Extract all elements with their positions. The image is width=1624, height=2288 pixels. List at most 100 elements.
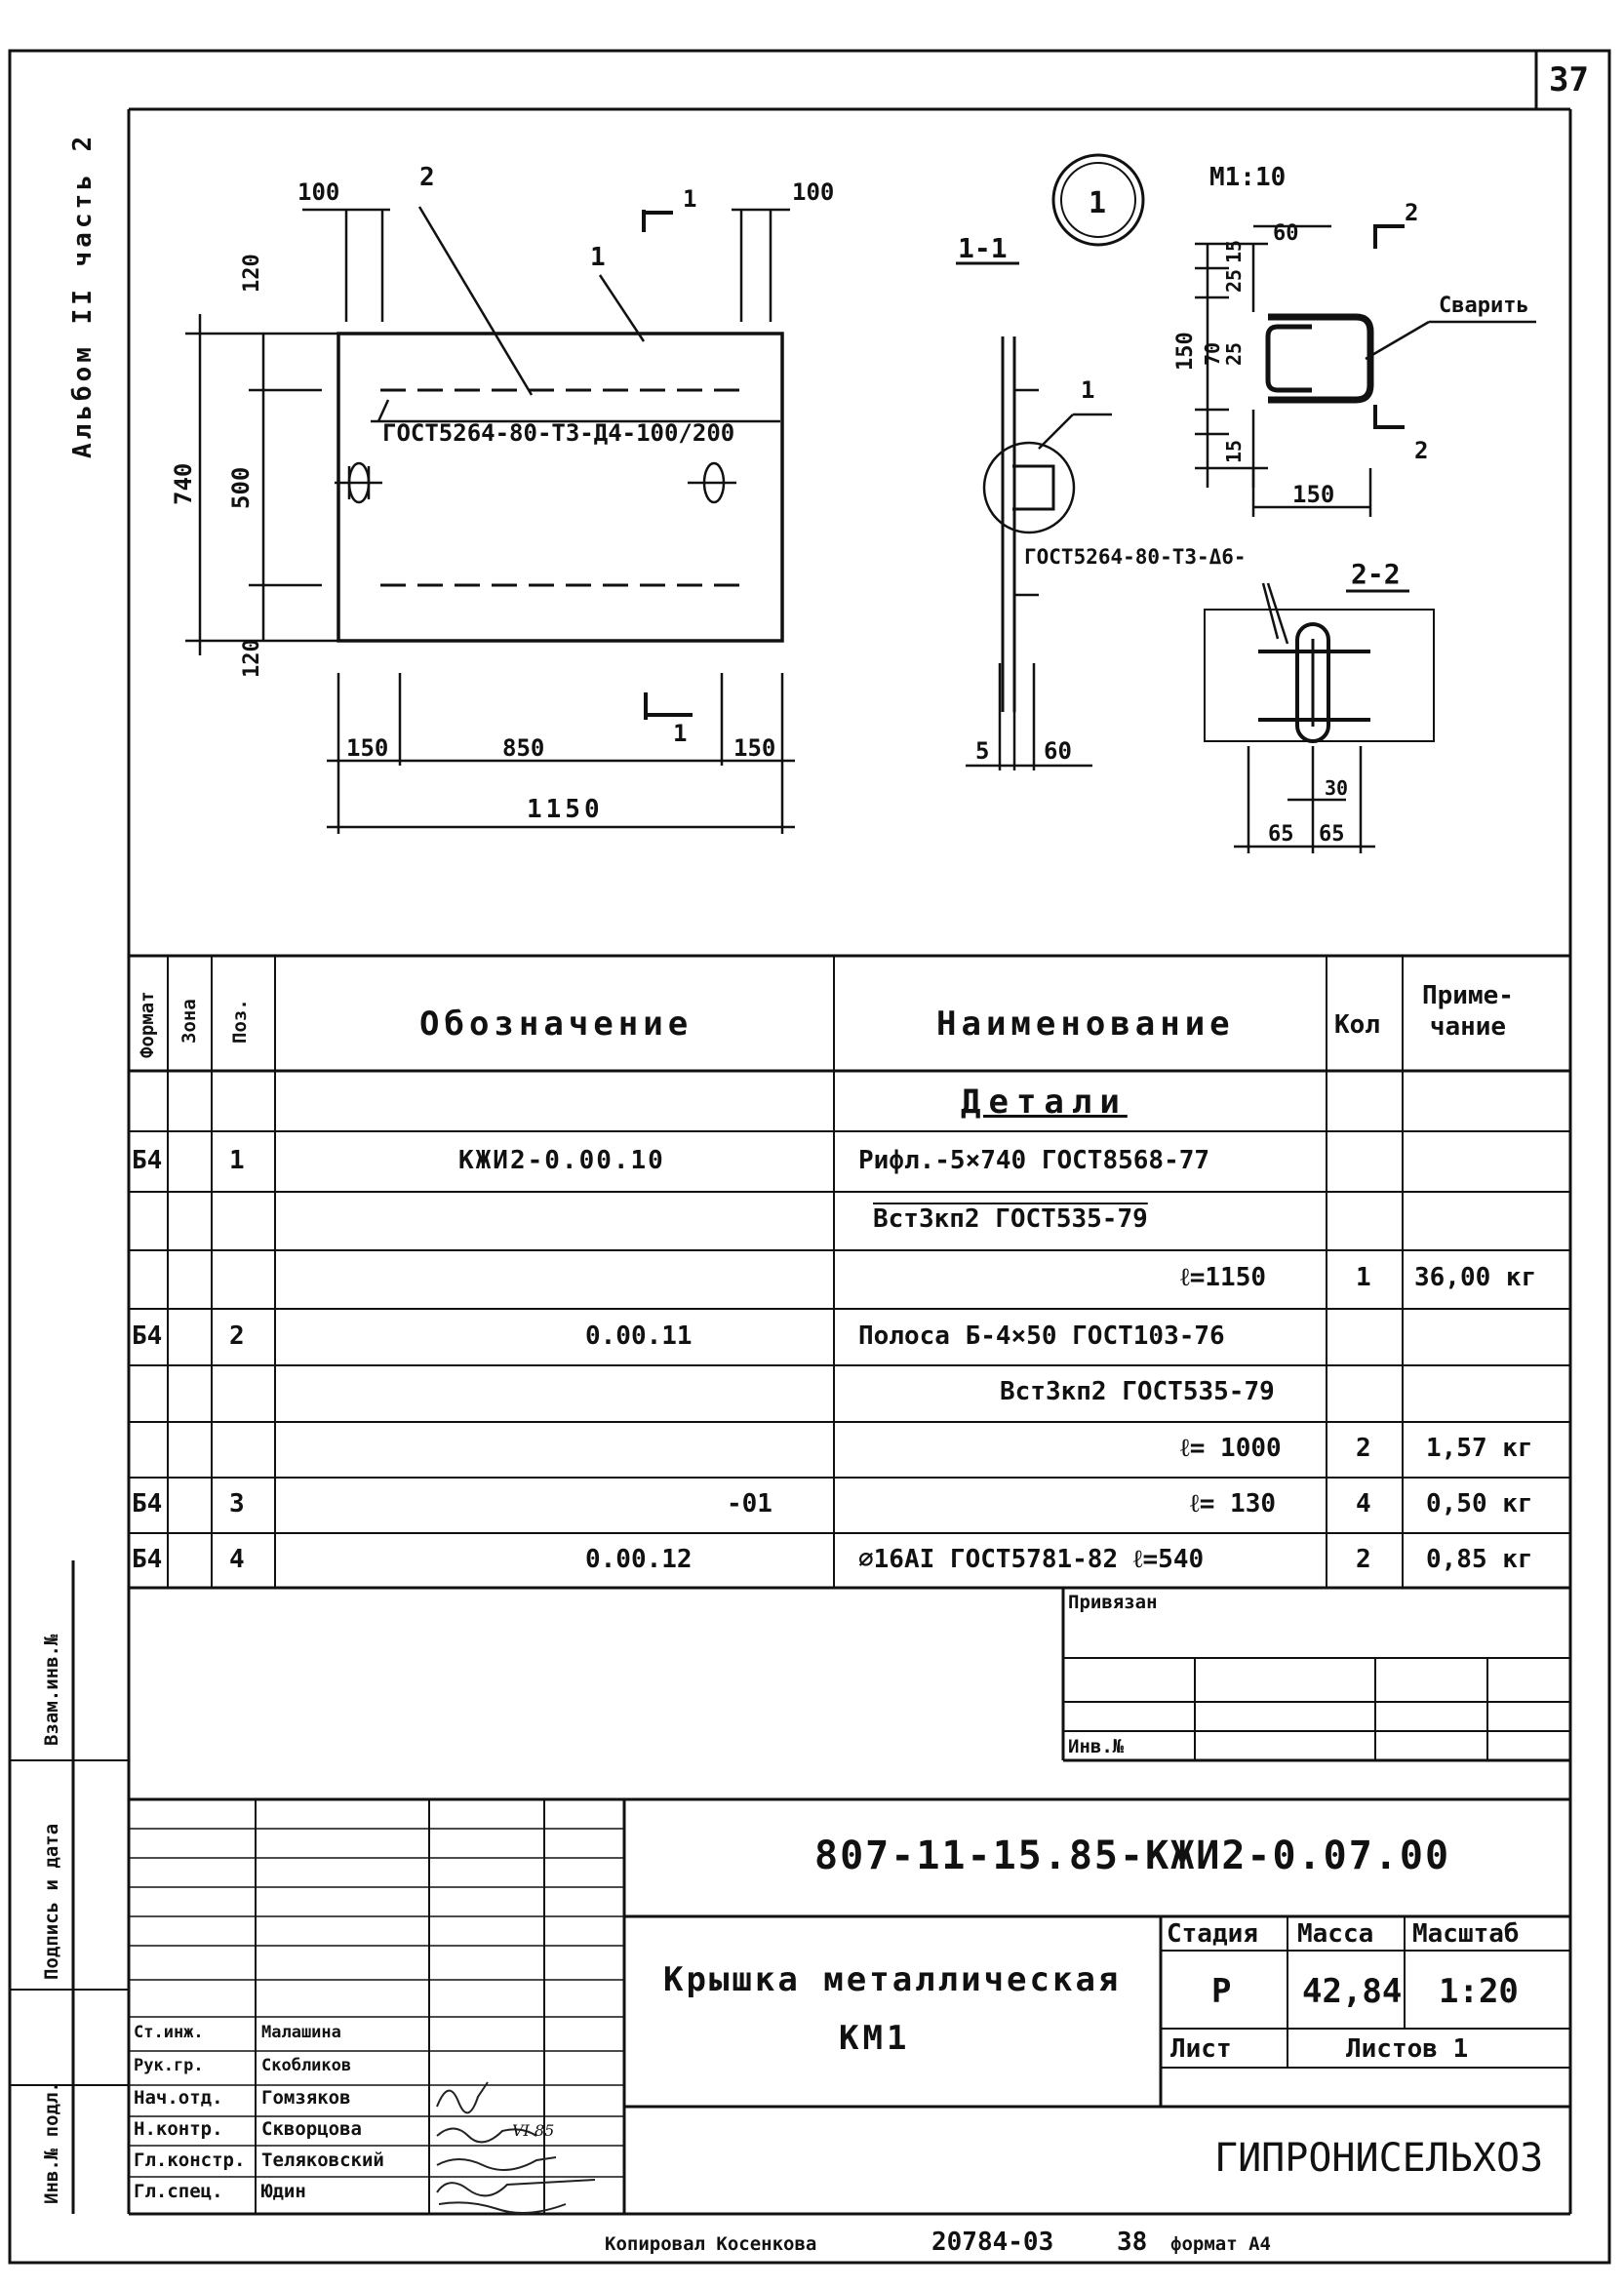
- dim-d65b: 65: [1319, 822, 1345, 847]
- staff-name-2: Скворцова: [261, 2118, 362, 2140]
- title-line1: Крышка металлическая: [663, 1960, 1122, 1999]
- dim-h25a: 25: [1222, 269, 1246, 293]
- row8-pos: 4: [229, 1545, 245, 1574]
- row1-designation: КЖИ2-0.00.10: [458, 1146, 665, 1175]
- staff-role-5: Рук.гр.: [134, 2056, 204, 2075]
- section-1-1-label: 1-1: [958, 232, 1008, 264]
- pos-2-label: 2: [419, 163, 435, 192]
- row6-note: 1,57 кг: [1426, 1434, 1533, 1463]
- row6-qty: 2: [1356, 1434, 1371, 1463]
- section-2-2-label: 2-2: [1351, 558, 1401, 590]
- staff-name-1: Гомзяков: [261, 2087, 351, 2109]
- binding-label: Привязан: [1068, 1592, 1158, 1613]
- weld-note: Сварить: [1439, 294, 1529, 318]
- section-title: Детали: [961, 1083, 1128, 1122]
- signatures: VI 85: [436, 2081, 596, 2214]
- row7-qty: 4: [1356, 1489, 1371, 1519]
- dim-bottom-mid: 850: [502, 734, 544, 762]
- dim-detail-top: 60: [1273, 221, 1299, 246]
- row1-name: Рифл.-5×740 ГОСТ8568-77: [858, 1146, 1210, 1175]
- row3-qty: 1: [1356, 1263, 1371, 1292]
- row8-name: ⌀16АI ГОСТ5781-82 ℓ=540: [858, 1545, 1205, 1574]
- header-pos: Поз.: [229, 999, 251, 1044]
- side-inv-podl: Инв.№ подл.: [41, 2081, 62, 2204]
- binding-inv: Инв.№: [1068, 1736, 1125, 1757]
- header-name: Наименование: [936, 1005, 1235, 1044]
- mass-value: 42,84: [1302, 1972, 1403, 2011]
- cut-mark-1-top: 1: [683, 185, 696, 213]
- stage-label: Стадия: [1167, 1919, 1258, 1949]
- cut-mark-1-bottom: 1: [673, 720, 687, 747]
- sheet-label: Лист: [1170, 2034, 1232, 2064]
- footer-format: формат А4: [1170, 2233, 1271, 2255]
- callout-number: 1: [1089, 186, 1106, 220]
- dim-d30: 30: [1325, 776, 1348, 800]
- staff-name-6: Малашина: [261, 2023, 341, 2042]
- scale-value: 1:20: [1439, 1972, 1519, 2011]
- row7-format: Б4: [132, 1489, 163, 1519]
- staff-role-6: Ст.инж.: [134, 2023, 204, 2042]
- scale-detail: М1:10: [1209, 163, 1286, 192]
- scale-label: Масштаб: [1412, 1919, 1520, 1949]
- footer-copied: Копировал Косенкова: [605, 2233, 817, 2255]
- staff-name-3: Теляковский: [261, 2150, 384, 2171]
- header-note: Приме- чание: [1422, 981, 1514, 1042]
- row6-name: ℓ= 1000: [1180, 1434, 1282, 1463]
- pos-1-section: 1: [1081, 376, 1094, 404]
- footer-sheet: 38: [1117, 2228, 1148, 2257]
- dim-h15b: 15: [1222, 440, 1246, 463]
- stage-value: Р: [1211, 1972, 1232, 2011]
- header-designation: Обозначение: [419, 1005, 693, 1044]
- row7-note: 0,50 кг: [1426, 1489, 1533, 1519]
- plate-outline: [337, 332, 784, 643]
- dim-bottom-left: 150: [346, 734, 388, 762]
- row4-designation: 0.00.11: [585, 1322, 693, 1351]
- row4-pos: 2: [229, 1322, 245, 1351]
- row1-format: Б4: [132, 1146, 163, 1175]
- row8-format: Б4: [132, 1545, 163, 1574]
- staff-role-1: Нач.отд.: [134, 2087, 223, 2109]
- dim-left-mid: 500: [227, 467, 255, 509]
- row8-designation: 0.00.12: [585, 1545, 693, 1574]
- technical-drawing: 100 2 1 100 1 ГОСТ5264-80-Т3-Д4-100/200 …: [170, 153, 1536, 853]
- row8-qty: 2: [1356, 1545, 1371, 1574]
- dim-flange: 60: [1044, 737, 1072, 765]
- dim-h25b: 25: [1222, 342, 1246, 366]
- dim-d65a: 65: [1268, 822, 1294, 847]
- side-vzam-inv: Взам.инв.№: [41, 1634, 62, 1746]
- dim-top-right: 100: [792, 178, 834, 206]
- pos-1-label: 1: [590, 243, 606, 272]
- dim-bottom-total: 1150: [527, 795, 604, 824]
- title-line2: КМ1: [839, 2019, 911, 2058]
- gost-strip: ГОСТ5264-80-Т3-Д4-100/200: [382, 419, 734, 447]
- row7-pos: 3: [229, 1489, 245, 1519]
- dim-left-bottom: 120: [240, 639, 264, 678]
- dim-bottom-right: 150: [733, 734, 775, 762]
- dim-left-total: 740: [170, 463, 197, 505]
- row1-pos: 1: [229, 1146, 245, 1175]
- row7-name: ℓ= 130: [1190, 1489, 1277, 1519]
- side-sign-date: Подпись и дата: [41, 1823, 62, 1980]
- handle-left: [335, 461, 382, 504]
- dim-detail-width: 150: [1292, 481, 1334, 508]
- handle-right: [688, 461, 736, 504]
- dim-thickness: 5: [975, 737, 989, 765]
- row3-note: 36,00 кг: [1414, 1263, 1537, 1292]
- mass-label: Масса: [1297, 1919, 1374, 1949]
- row8-note: 0,85 кг: [1426, 1545, 1533, 1574]
- dim-h15a: 15: [1222, 240, 1246, 263]
- cut-mark-2-top: 2: [1405, 199, 1418, 226]
- gost-weld: ГОСТ5264-80-Т3-Δ6-: [1024, 545, 1247, 569]
- doc-code: 807-11-15.85-КЖИ2-0.07.00: [814, 1834, 1451, 1878]
- staff-role-2: Н.контр.: [134, 2118, 223, 2140]
- header-zone: Зона: [178, 999, 200, 1044]
- org-name: ГИПРОНИСЕЛЬХОЗ: [1214, 2136, 1544, 2181]
- staff-name-5: Скобликов: [261, 2056, 352, 2075]
- header-format: Формат: [137, 991, 158, 1058]
- row4-format: Б4: [132, 1322, 163, 1351]
- header-qty: Кол: [1334, 1010, 1380, 1040]
- dim-h150: 150: [1173, 332, 1198, 371]
- staff-name-4: Юдин: [261, 2181, 306, 2202]
- row5-name: Вст3кп2 ГОСТ535-79: [1000, 1377, 1275, 1406]
